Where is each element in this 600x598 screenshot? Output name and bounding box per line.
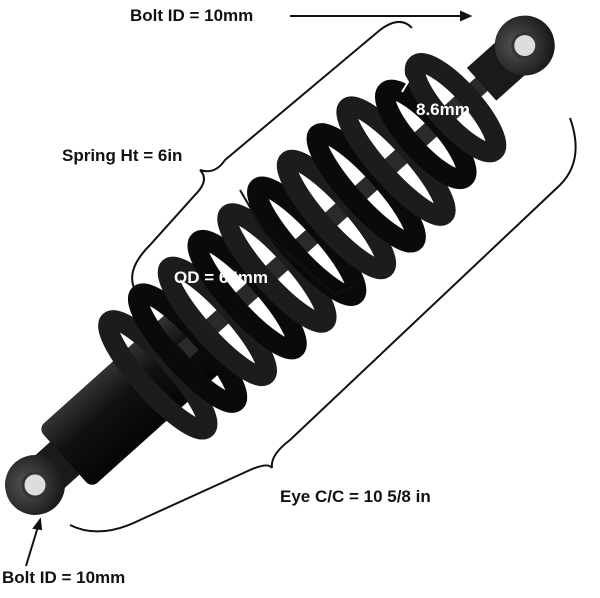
- brace-spring-height: [131, 21, 413, 291]
- bracket-wire: [399, 67, 410, 93]
- label-eye-center: Eye C/C = 10 5/8 in: [280, 487, 431, 506]
- label-bolt-top: Bolt ID = 10mm: [130, 6, 254, 25]
- label-outer-diameter: OD = 65mm: [174, 268, 269, 287]
- upper-mount: [466, 41, 527, 101]
- spring-coils: [98, 53, 507, 440]
- label-bolt-bottom: Bolt ID = 10mm: [2, 568, 126, 587]
- annotations: [25, 10, 577, 567]
- bottom-eye: [5, 455, 65, 515]
- label-spring-height: Spring Ht = 6in: [62, 146, 183, 165]
- top-eye: [494, 15, 555, 76]
- spring-coil: [404, 53, 507, 163]
- brace-od: [239, 189, 356, 297]
- shock-absorber: [5, 15, 555, 515]
- brace-eye-center: [69, 117, 577, 533]
- label-wire-diameter: 8.6mm: [416, 100, 470, 119]
